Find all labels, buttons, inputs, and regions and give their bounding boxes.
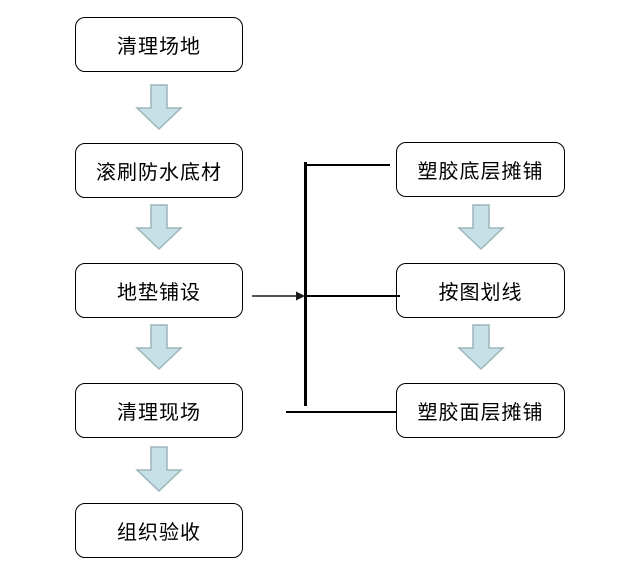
down-block-arrow-icon (457, 204, 505, 251)
node-rubber-base-paving: 塑胶底层摊铺 (396, 142, 565, 197)
node-mat-laying: 地垫铺设 (75, 263, 243, 318)
down-block-arrow-icon (135, 324, 183, 371)
right-arrow-icon (252, 291, 305, 301)
node-clean-scene: 清理现场 (75, 383, 243, 438)
connector-branch-middle (305, 294, 400, 297)
down-block-arrow-icon (135, 204, 183, 251)
connector-vertical-spine (304, 162, 307, 406)
connector-branch-bottom (286, 410, 396, 413)
node-line-marking: 按图划线 (396, 263, 565, 318)
down-block-arrow-icon (135, 84, 183, 131)
down-block-arrow-icon (457, 324, 505, 371)
node-organize-acceptance: 组织验收 (75, 503, 243, 558)
connector-branch-top (305, 163, 390, 166)
down-block-arrow-icon (135, 446, 183, 493)
node-rubber-surface-paving: 塑胶面层摊铺 (396, 383, 565, 438)
node-roll-waterproof-base: 滚刷防水底材 (75, 143, 243, 198)
node-clear-site: 清理场地 (75, 17, 243, 72)
